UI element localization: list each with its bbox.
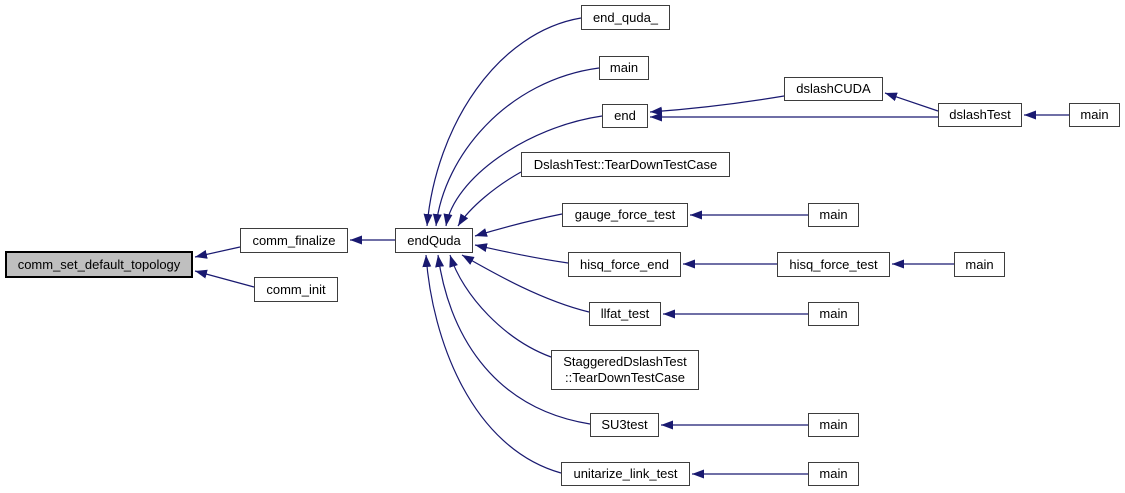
node-dslashCUDA[interactable]: dslashCUDA <box>784 77 883 101</box>
node-llfat_test[interactable]: llfat_test <box>589 302 661 326</box>
node-hisq_force_test[interactable]: hisq_force_test <box>777 252 890 277</box>
edge-dslash_teardown-to-endQuda <box>457 171 522 227</box>
edge-unitarize_link_test-to-endQuda <box>422 254 562 474</box>
edge-end_quda_-to-endQuda <box>423 17 582 227</box>
node-main_3[interactable]: main <box>808 203 859 227</box>
edge-llfat_test-to-endQuda <box>461 254 590 313</box>
edge-dslashCUDA-to-end <box>649 95 785 116</box>
node-dslash_teardown[interactable]: DslashTest::TearDownTestCase <box>521 152 730 177</box>
edge-end-to-endQuda <box>443 115 603 227</box>
node-end_quda_[interactable]: end_quda_ <box>581 5 670 30</box>
edge-staggered_teardown-to-endQuda <box>449 254 552 358</box>
edge-SU3test-to-endQuda <box>435 254 591 425</box>
node-SU3test[interactable]: SU3test <box>590 413 659 437</box>
edge-dslashTest-to-dslashCUDA <box>884 92 939 112</box>
node-staggered_teardown[interactable]: StaggeredDslashTest ::TearDownTestCase <box>551 350 699 390</box>
edge-hisq_force_end-to-endQuda <box>474 243 569 264</box>
node-comm_finalize[interactable]: comm_finalize <box>240 228 348 253</box>
node-endQuda[interactable]: endQuda <box>395 228 473 253</box>
node-main_1[interactable]: main <box>599 56 649 80</box>
edge-comm_finalize-to-comm_set_default_topology <box>194 246 241 259</box>
edge-comm_init-to-comm_set_default_topology <box>194 269 255 288</box>
node-comm_set_default_topology: comm_set_default_topology <box>5 251 193 278</box>
node-gauge_force_test[interactable]: gauge_force_test <box>562 203 688 227</box>
node-main_5[interactable]: main <box>808 302 859 326</box>
node-dslashTest[interactable]: dslashTest <box>938 103 1022 127</box>
edge-gauge_force_test-to-endQuda <box>474 213 563 237</box>
node-hisq_force_end[interactable]: hisq_force_end <box>568 252 681 277</box>
node-main_6[interactable]: main <box>808 413 859 437</box>
node-main_2[interactable]: main <box>1069 103 1120 127</box>
edge-main_1-to-endQuda <box>432 67 600 227</box>
node-main_4[interactable]: main <box>954 252 1005 277</box>
node-main_7[interactable]: main <box>808 462 859 486</box>
node-comm_init[interactable]: comm_init <box>254 277 338 302</box>
node-unitarize_link_test[interactable]: unitarize_link_test <box>561 462 690 486</box>
node-end[interactable]: end <box>602 104 648 128</box>
